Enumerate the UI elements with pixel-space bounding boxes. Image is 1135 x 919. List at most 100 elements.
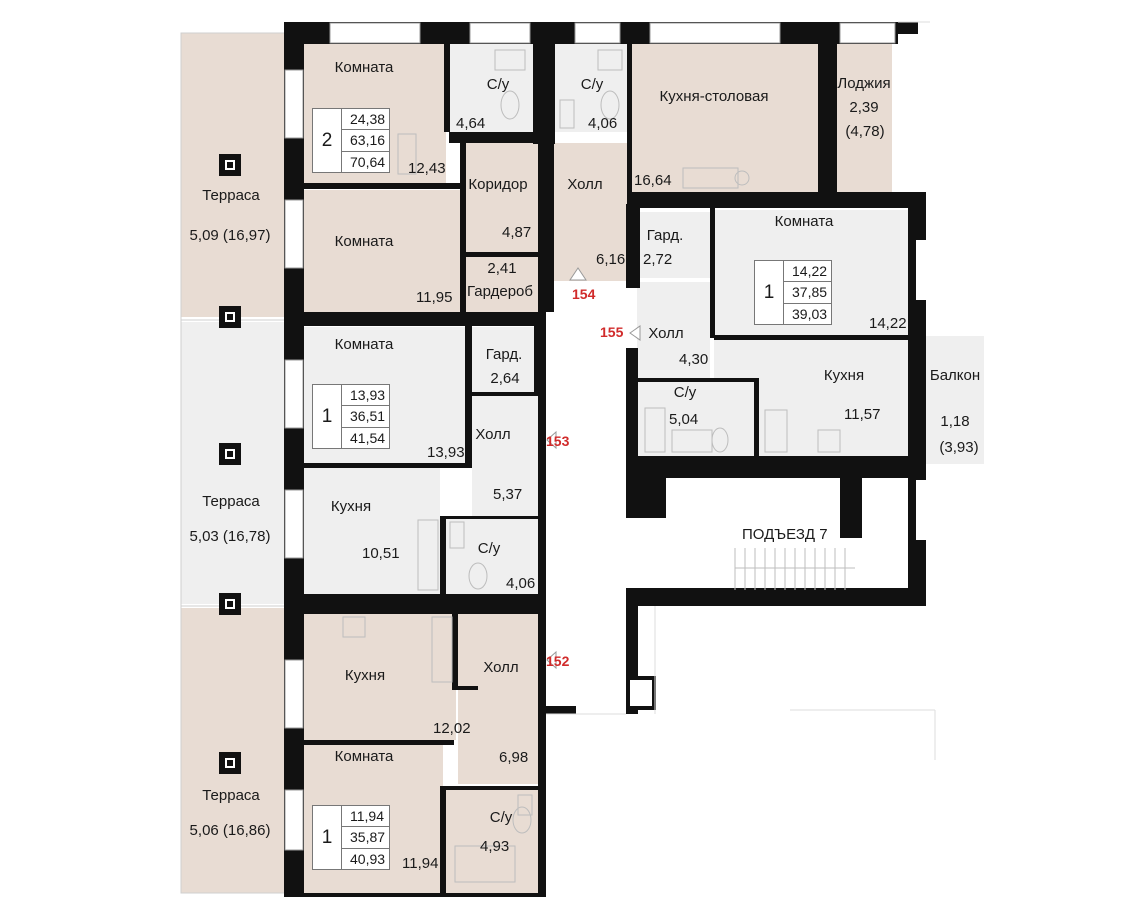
living-area: 14,22 [784,261,831,283]
room-area: 14,22 [869,315,907,332]
room-name: Коридор [468,176,528,193]
room-name: Терраса [202,187,260,204]
total-area: 35,87 [342,827,389,849]
room-fill-a155-ward[interactable] [640,212,710,278]
room-fill-a154-wc1[interactable] [449,44,533,132]
room-area: 12,02 [433,720,471,737]
room-area: 13,93 [427,444,465,461]
apartment-number-153[interactable]: 153 [546,433,570,449]
room-area: 6,98 [499,749,529,766]
room-area: 4,06 [506,575,536,592]
room-name: Кухня [823,367,865,384]
room-name: Комната [334,748,394,765]
room-fill-a154-corridor[interactable] [466,143,538,253]
apartment-info-155: 1 14,22 37,85 39,03 [754,260,832,325]
room-area: 2,41 [487,260,517,277]
room-area: 4,64 [456,115,486,132]
room-fill-a154-loggia[interactable] [837,44,892,192]
room-name: Комната [334,233,394,250]
room-area: 11,94 [402,855,439,872]
room-fill-a155-wc[interactable] [637,381,755,456]
room-fill-a152-terrace[interactable] [181,608,285,893]
total-area-with-summer: 41,54 [350,429,386,446]
room-area: 5,37 [493,486,523,503]
room-area: 6,16 [596,251,626,268]
room-name: Гард. [646,227,684,244]
room-name: С/у [489,809,513,826]
room-name: Холл [648,325,684,342]
apartment-info-152: 1 11,94 35,87 40,93 [312,805,390,870]
room-area: 5,09 (16,97) [189,227,271,244]
room-name: Терраса [202,787,260,804]
room-area: 11,57 [844,406,881,423]
room-name: Кухня-столовая [659,88,769,105]
room-area: 10,51 [362,545,400,562]
fixtures [342,49,841,883]
entrance-label: ПОДЪЕЗД 7 [740,525,830,544]
room-area: 4,06 [588,115,618,132]
room-name: С/у [580,76,604,93]
room-area: 11,95 [416,289,453,306]
column-marker [219,306,241,328]
room-name: Лоджия [837,75,891,92]
total-area-with-summer: 70,64 [350,153,386,170]
rooms-count: 2 [321,129,333,151]
room-fill-a155-hall[interactable] [637,282,710,378]
column-marker [219,752,241,774]
room-fill-a155-balcony[interactable] [926,336,984,464]
room-name: С/у [673,384,697,401]
room-name: Комната [334,336,394,353]
room-fill-a154-wardrobe[interactable] [466,257,538,312]
room-name: Холл [567,176,603,193]
room-area: 4,93 [480,838,510,855]
room-area: 4,30 [679,351,709,368]
living-area: 11,94 [342,806,389,828]
room-area: 2,39 [849,99,879,116]
apartment-info-153: 1 13,93 36,51 41,54 [312,384,390,449]
room-name: Гардероб [467,283,533,300]
total-area: 36,51 [342,406,389,428]
rooms-count: 1 [763,281,775,303]
room-fill-a153-ward[interactable] [472,327,534,392]
room-name: Холл [483,659,519,676]
room-fill-a154-room2[interactable] [303,190,460,312]
room-fill-a154-hall[interactable] [554,143,630,281]
room-area: 2,64 [490,370,520,387]
room-fill-a153-kitchen[interactable] [303,468,440,594]
apartment-number-154[interactable]: 154 [572,286,596,302]
room-fill-a153-wc[interactable] [446,519,538,594]
apartment-info-154: 2 24,38 63,16 70,64 [312,108,390,173]
apartment-number-152[interactable]: 152 [546,653,570,669]
apartment-number-155[interactable]: 155 [600,324,624,340]
room-name: Комната [774,213,834,230]
column-marker [219,154,241,176]
room-name: Комната [334,59,394,76]
room-fill-a152-kitchen[interactable] [303,614,456,740]
living-area: 13,93 [342,385,389,407]
room-area-full: (3,93) [939,439,979,456]
room-fill-a152-hall[interactable] [458,614,538,784]
total-area: 63,16 [342,130,389,152]
room-fill-a154-kitchen[interactable] [632,44,818,192]
room-name: Кухня [330,498,372,515]
room-name: Холл [475,426,511,443]
room-name: Терраса [202,493,260,510]
rooms-count: 1 [321,405,333,427]
room-name: Кухня [344,667,386,684]
room-name: Гард. [485,346,523,363]
room-name: С/у [477,540,501,557]
room-area: 4,87 [502,224,532,241]
room-area: 1,18 [940,413,970,430]
room-name: С/у [486,76,510,93]
room-fill-a153-hall[interactable] [472,396,538,516]
room-area: 12,43 [408,160,446,177]
room-area: 5,03 (16,78) [189,528,271,545]
total-area-with-summer: 39,03 [792,305,828,322]
column-marker [219,443,241,465]
room-area: 5,06 (16,86) [189,822,271,839]
living-area: 24,38 [342,109,389,131]
room-name: Балкон [929,367,981,384]
total-area: 37,85 [784,282,831,304]
